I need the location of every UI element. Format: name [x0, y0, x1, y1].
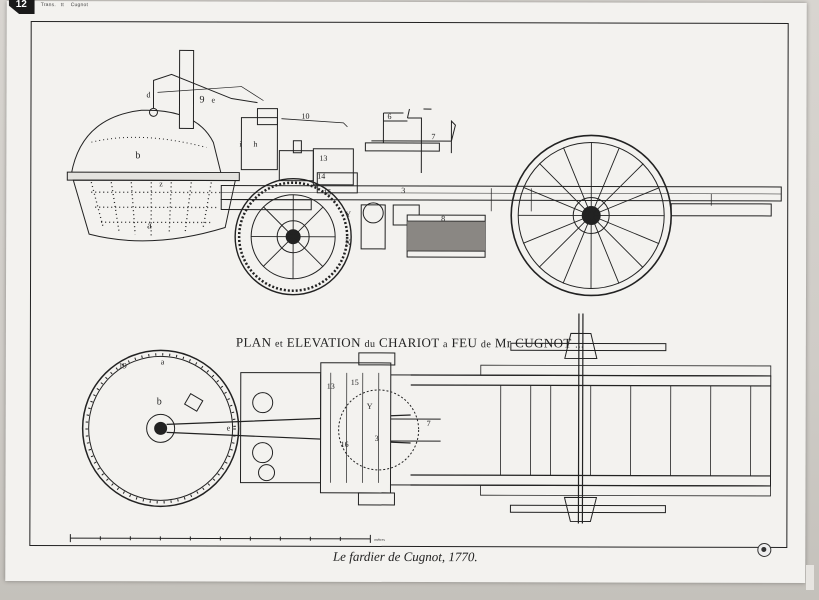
label-7: 7 [431, 132, 435, 141]
plan-label-a: a [161, 357, 165, 366]
label-6: 6 [387, 112, 391, 121]
label-z: z [159, 179, 163, 188]
label-10: 10 [301, 112, 309, 121]
title-plan: PLAN [235, 334, 272, 350]
label-X: X [345, 238, 351, 247]
chimney [178, 49, 195, 129]
title-de: de [480, 339, 492, 351]
title-chariot: CHARIOT [379, 334, 440, 351]
elevation-view [66, 49, 782, 297]
poster-sheet: 12 Trans. tt Cugnot [5, 0, 807, 584]
label-h: h [253, 140, 257, 149]
plan-view [81, 313, 772, 524]
sheet-number: 12 [15, 0, 27, 11]
label-8: 8 [441, 214, 445, 223]
rear-wheel [510, 134, 673, 297]
title-a: a [443, 339, 448, 351]
title-tail: ... [575, 339, 584, 351]
boiler-dome [70, 109, 222, 176]
plan-label-13: 13 [327, 382, 335, 391]
boiler-band [66, 171, 240, 182]
drawing-title: PLAN et ELEVATION du CHARIOT a FEU de Mr… [31, 334, 789, 352]
plan-label-15: 15 [351, 378, 359, 387]
plan-label-16: 16 [341, 440, 349, 449]
engineering-drawing: 9 d e 10 6 7 b h i 13 14 15 z a Y 3 8 X [66, 49, 782, 543]
rear-axle-top [510, 342, 667, 352]
label-15: 15 [323, 188, 331, 197]
plan-label-19: 19 [119, 361, 127, 370]
plan-label-e: e [227, 424, 231, 433]
label-e: e [211, 95, 215, 104]
header-abbrev: tt [60, 2, 64, 9]
scale-bar [69, 534, 371, 543]
scale-label: mètres [374, 537, 385, 542]
label-a: a [147, 220, 152, 231]
label-i: i [239, 140, 242, 149]
label-Y: Y [345, 210, 351, 219]
cylinder-left [240, 117, 278, 171]
poster-caption: Le fardier de Cugnot, 1770. [332, 548, 478, 565]
title-elevation: ELEVATION [286, 334, 361, 350]
label-3: 3 [401, 186, 405, 195]
plan-boiler [81, 349, 240, 508]
title-feu: FEU [451, 335, 478, 351]
plan-label-7: 7 [427, 419, 431, 428]
title-du: du [364, 338, 376, 350]
title-et: et [275, 338, 284, 350]
label-9: 9 [199, 94, 204, 105]
front-drive-wheel [234, 178, 352, 296]
rear-axle-bottom [509, 504, 666, 514]
firebox [72, 179, 236, 242]
label-d: d [147, 90, 151, 99]
label-b: b [135, 150, 140, 161]
drawing-frame: 9 d e 10 6 7 b h i 13 14 15 z a Y 3 8 X [29, 21, 789, 548]
header-category: Trans. [40, 2, 56, 9]
header-subject: Cugnot [70, 2, 89, 9]
publisher-seal-icon [757, 542, 772, 557]
plan-label-Y: Y [367, 402, 373, 411]
plan-label-3: 3 [375, 434, 379, 443]
poster-edge [806, 565, 814, 590]
plan-label-b: b [157, 396, 162, 407]
label-13: 13 [319, 154, 327, 163]
label-14: 14 [317, 172, 325, 181]
title-cugnot: Mr CUGNOT [494, 335, 572, 351]
